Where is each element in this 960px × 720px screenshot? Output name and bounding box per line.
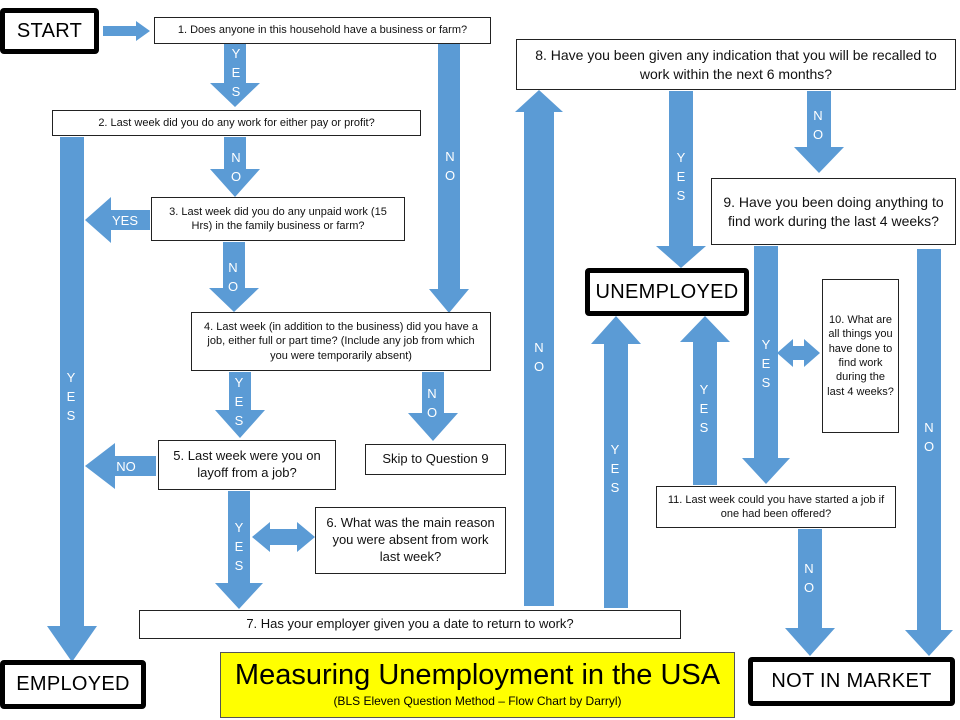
arrow-q11-no — [785, 529, 835, 656]
arrow-q8-yes — [656, 91, 706, 268]
yes-label-q4: YES — [234, 375, 244, 428]
no-label-q2: NO — [230, 150, 242, 184]
skip-to-question-9-box: Skip to Question 9 — [365, 444, 506, 475]
no-label-q1: NO — [444, 149, 456, 183]
title-banner: Measuring Unemployment in the USA (BLS E… — [220, 652, 735, 718]
yes-label-q9: YES — [761, 337, 771, 390]
arrow-q4-no — [408, 372, 458, 441]
arrow-q9-yes — [742, 246, 790, 484]
yes-label-q7: YES — [610, 442, 620, 495]
arrow-q5-q6 — [252, 522, 315, 552]
title-main: Measuring Unemployment in the USA — [234, 659, 721, 691]
arrow-q3-yes — [85, 197, 150, 243]
no-label-q4: NO — [426, 386, 438, 420]
question-7-box: 7. Has your employer given you a date to… — [139, 610, 681, 639]
question-10-box: 10. What are all things you have done to… — [822, 279, 899, 433]
no-label-q5: NO — [116, 459, 136, 474]
arrow-q1-yes — [210, 44, 260, 107]
question-8-box: 8. Have you been given any indication th… — [516, 39, 956, 90]
arrow-q9-no — [905, 249, 953, 656]
arrow-q5-yes — [215, 491, 263, 609]
arrow-q5-no — [85, 443, 156, 489]
question-2-box: 2. Last week did you do any work for eit… — [52, 110, 421, 136]
yes-label-q5: YES — [234, 520, 244, 573]
arrow-start-to-q1 — [103, 21, 150, 41]
yes-label-q8: YES — [676, 150, 686, 203]
arrow-q11-yes — [680, 316, 730, 485]
yes-label-q3: YES — [111, 213, 138, 228]
arrow-q4-yes — [215, 372, 265, 438]
arrow-q1-no — [429, 44, 469, 313]
employed-terminal: EMPLOYED — [0, 660, 146, 709]
arrow-q2-no — [210, 137, 260, 197]
question-4-box: 4. Last week (in addition to the busines… — [191, 312, 491, 371]
arrow-q8-no — [794, 91, 844, 173]
arrow-q7-yes — [591, 316, 641, 608]
no-label-q8: NO — [812, 108, 824, 142]
question-1-box: 1. Does anyone in this household have a … — [154, 17, 491, 44]
no-label-q3: NO — [227, 260, 239, 294]
unemployed-terminal: UNEMPLOYED — [585, 268, 749, 316]
question-11-box: 11. Last week could you have started a j… — [656, 486, 896, 528]
no-label-q11: NO — [803, 561, 815, 595]
yes-label-q11: YES — [699, 382, 709, 435]
arrow-q9-q10 — [777, 339, 820, 367]
question-6-box: 6. What was the main reason you were abs… — [315, 507, 506, 574]
yes-label-q2: YES — [66, 370, 76, 423]
question-3-box: 3. Last week did you do any unpaid work … — [151, 197, 405, 241]
arrow-q3-no — [209, 242, 259, 312]
start-terminal: START — [0, 8, 99, 54]
question-9-box: 9. Have you been doing anything to find … — [711, 178, 956, 245]
question-5-box: 5. Last week were you on layoff from a j… — [158, 440, 336, 490]
arrow-q7-no — [515, 90, 563, 606]
arrow-q2-yes — [47, 137, 97, 662]
title-subtitle: (BLS Eleven Question Method – Flow Chart… — [333, 694, 622, 708]
not-in-market-terminal: NOT IN MARKET — [748, 657, 955, 706]
no-label-q7: NO — [533, 340, 545, 374]
yes-label-q1: YES — [231, 46, 241, 99]
no-label-q9: NO — [923, 420, 935, 454]
